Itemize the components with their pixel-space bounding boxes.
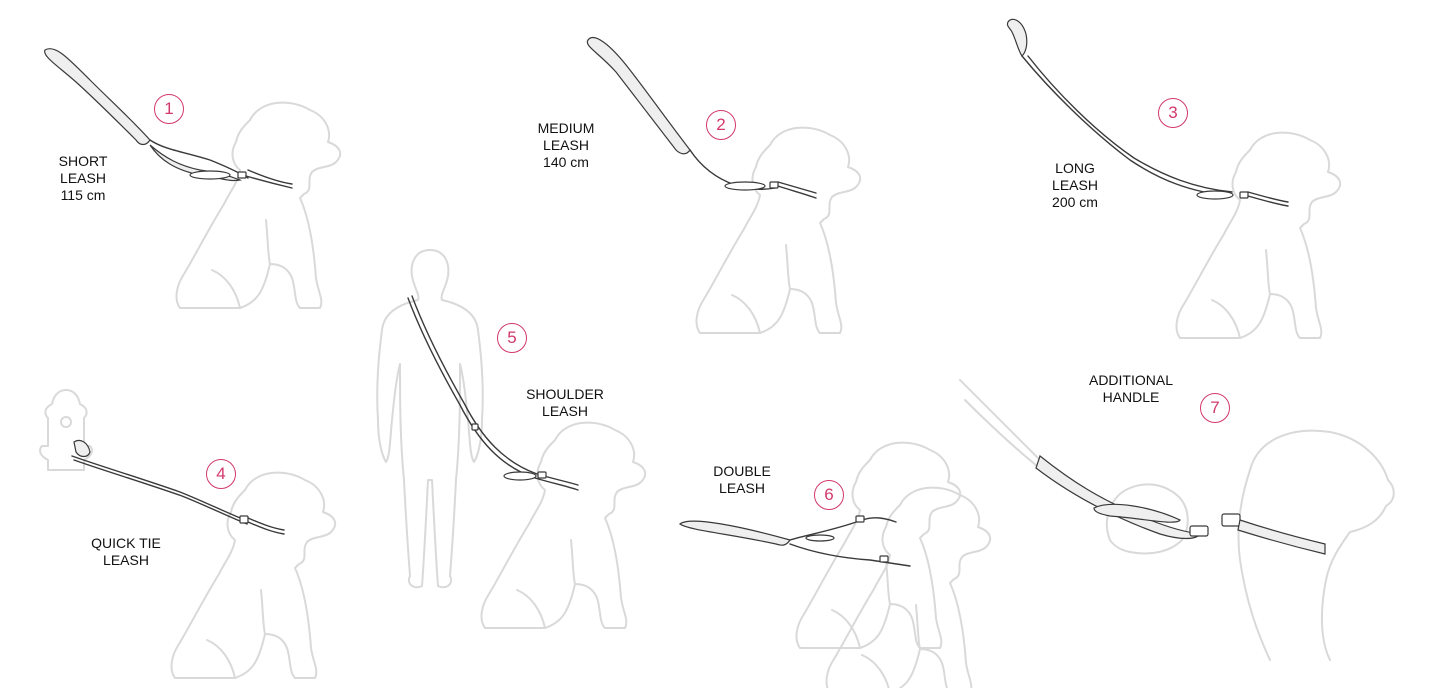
- config-medium-leash: [586, 37, 862, 334]
- dog-silhouette-icon: [695, 126, 862, 334]
- badge-number-3: 3: [1158, 98, 1188, 128]
- dog-silhouette-icon: [170, 471, 337, 679]
- label-short-leash: SHORT LEASH 115 cm: [58, 153, 108, 203]
- dog-silhouette-icon: [1249, 429, 1395, 661]
- badge-number-5: 5: [497, 323, 527, 353]
- label-double-leash: DOUBLE LEASH: [713, 463, 771, 496]
- leash-icon: [1006, 18, 1289, 207]
- label-quick-tie-leash: QUICK TIE LEASH: [91, 535, 161, 568]
- hand-icon: [1105, 483, 1189, 555]
- leash-icon: [679, 515, 911, 567]
- config-quick-tie-leash: [39, 389, 337, 679]
- label-medium-leash: MEDIUM LEASH 140 cm: [537, 120, 595, 170]
- leash-icon: [71, 439, 285, 535]
- label-additional-handle: ADDITIONAL HANDLE: [1088, 372, 1173, 405]
- label-shoulder-leash: SHOULDER LEASH: [526, 386, 604, 419]
- label-long-leash: LONG LEASH 200 cm: [1052, 160, 1098, 210]
- dog-silhouette-icon: [1175, 131, 1342, 339]
- dog-silhouette-icon: [825, 486, 992, 688]
- badge-number-2: 2: [706, 110, 736, 140]
- config-short-leash: [44, 48, 342, 309]
- dog-silhouette-icon: [795, 441, 962, 649]
- leash-icon: [959, 379, 1326, 555]
- config-additional-handle: [959, 379, 1395, 661]
- leash-icon: [44, 48, 293, 189]
- dog-silhouette-icon: [480, 421, 647, 629]
- badge-number-7: 7: [1200, 393, 1230, 423]
- leash-icon: [407, 295, 579, 491]
- badge-number-6: 6: [814, 480, 844, 510]
- config-double-leash: [679, 441, 992, 688]
- config-shoulder-leash: [376, 249, 647, 629]
- fire-hydrant-icon: [39, 389, 93, 471]
- dog-silhouette-icon: [175, 101, 342, 309]
- badge-number-1: 1: [154, 94, 184, 124]
- config-long-leash: [1006, 18, 1342, 339]
- leash-icon: [586, 37, 817, 199]
- badge-number-4: 4: [206, 459, 236, 489]
